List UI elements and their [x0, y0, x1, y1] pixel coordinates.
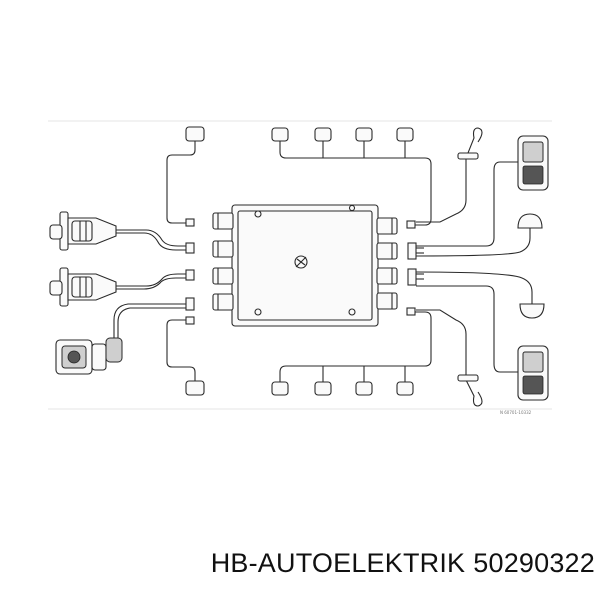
hook-upper — [416, 127, 483, 223]
bottom-connectors — [166, 307, 432, 396]
marker-lamp-upper — [415, 213, 543, 257]
top-connectors — [166, 126, 432, 229]
angled-plug — [55, 297, 195, 375]
junction-box — [212, 204, 398, 327]
round-socket-lower — [49, 267, 195, 307]
brand-name: HB-AUTOELEKTRIK — [210, 548, 466, 578]
round-socket-upper — [49, 211, 195, 254]
diagram-code: N 60701-10332 — [500, 410, 532, 415]
junction-box-right-plugs — [376, 217, 398, 310]
junction-box-left-plugs — [212, 212, 234, 311]
right-plug-pins — [407, 242, 424, 286]
part-number: 50290322 — [473, 548, 595, 578]
rear-lamp-lower — [416, 285, 549, 401]
hook-lower — [416, 309, 483, 407]
rear-lamp-upper — [416, 135, 549, 247]
marker-lamp-lower — [415, 271, 545, 319]
